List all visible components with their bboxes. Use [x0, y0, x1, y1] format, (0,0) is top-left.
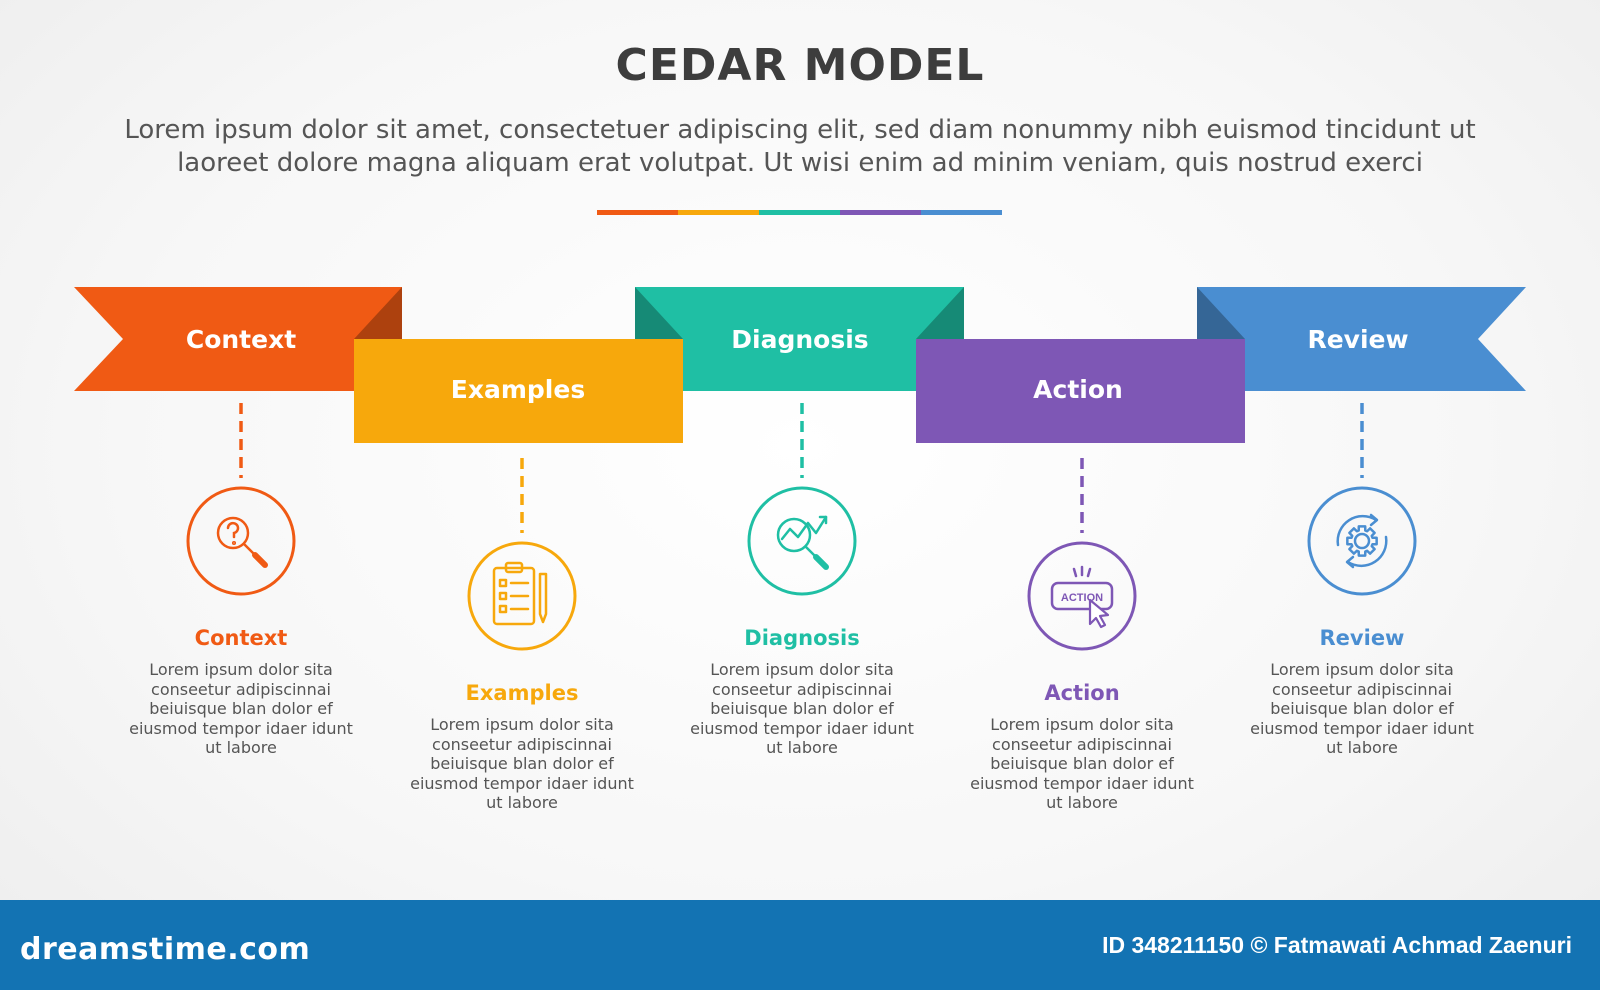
footer-bar: dreamstime.com ID 348211150 © Fatmawati …: [0, 900, 1600, 990]
ribbon-label-context: Context: [186, 325, 296, 354]
ribbon-diagnosis: [635, 287, 964, 391]
icon-ring-action: [1027, 541, 1137, 651]
step-desc-diagnosis: Lorem ipsum dolor sita conseetur adipisc…: [690, 660, 914, 757]
ribbon-diagnosis-fold-left: [635, 287, 683, 339]
step-title-action: Action: [1044, 681, 1120, 705]
action-button-cursor-icon: ACTION: [1050, 565, 1114, 629]
ribbon-label-examples: Examples: [451, 375, 585, 404]
ribbon-label-review: Review: [1307, 325, 1408, 354]
ribbon-label-action: Action: [1033, 375, 1123, 404]
icon-ring-context: [186, 486, 296, 596]
step-desc-context: Lorem ipsum dolor sita conseetur adipisc…: [129, 660, 353, 757]
cedar-ribbon-diagram: Context Examples Diagnosis Action Review: [74, 287, 1526, 651]
footer-logo: dreamstime.com: [20, 932, 311, 967]
ribbon-context-fold: [354, 287, 402, 339]
icon-ring-review: [1307, 486, 1417, 596]
page-subtitle: Lorem ipsum dolor sit amet, consectetuer…: [124, 115, 1476, 178]
divider-segment-action: [840, 210, 921, 215]
clipboard-checklist-icon: [492, 561, 548, 626]
divider-segment-context: [597, 210, 678, 215]
page-title: CEDAR MODEL: [615, 40, 985, 91]
footer-credit: ID 348211150 © Fatmawati Achmad Zaenuri: [1102, 932, 1572, 958]
divider-segment-diagnosis: [759, 210, 840, 215]
gear-cycle-icon: [1336, 513, 1388, 569]
step-title-diagnosis: Diagnosis: [744, 626, 860, 650]
divider-segment-review: [921, 210, 1002, 215]
ribbon-action: [916, 339, 1245, 443]
ribbon-examples: [354, 339, 683, 443]
icon-ring-examples: [467, 541, 577, 651]
step-desc-action: Lorem ipsum dolor sita conseetur adipisc…: [970, 715, 1194, 812]
step-title-examples: Examples: [465, 681, 579, 705]
ribbon-review: [1197, 287, 1526, 391]
icon-ring-diagnosis: [747, 486, 857, 596]
step-title-review: Review: [1319, 626, 1405, 650]
chart-magnifier-icon: [776, 515, 829, 570]
ribbon-context: [74, 287, 402, 391]
ribbon-review-fold: [1197, 287, 1245, 339]
divider-segment-examples: [678, 210, 759, 215]
ribbon-diagnosis-fold-right: [916, 287, 964, 339]
step-desc-review: Lorem ipsum dolor sita conseetur adipisc…: [1250, 660, 1474, 757]
question-magnifier-icon: [216, 516, 268, 568]
step-title-context: Context: [194, 626, 288, 650]
color-divider: [597, 210, 1002, 215]
action-icon-label: ACTION: [1061, 592, 1103, 604]
step-desc-examples: Lorem ipsum dolor sita conseetur adipisc…: [410, 715, 634, 812]
ribbon-label-diagnosis: Diagnosis: [731, 325, 868, 354]
